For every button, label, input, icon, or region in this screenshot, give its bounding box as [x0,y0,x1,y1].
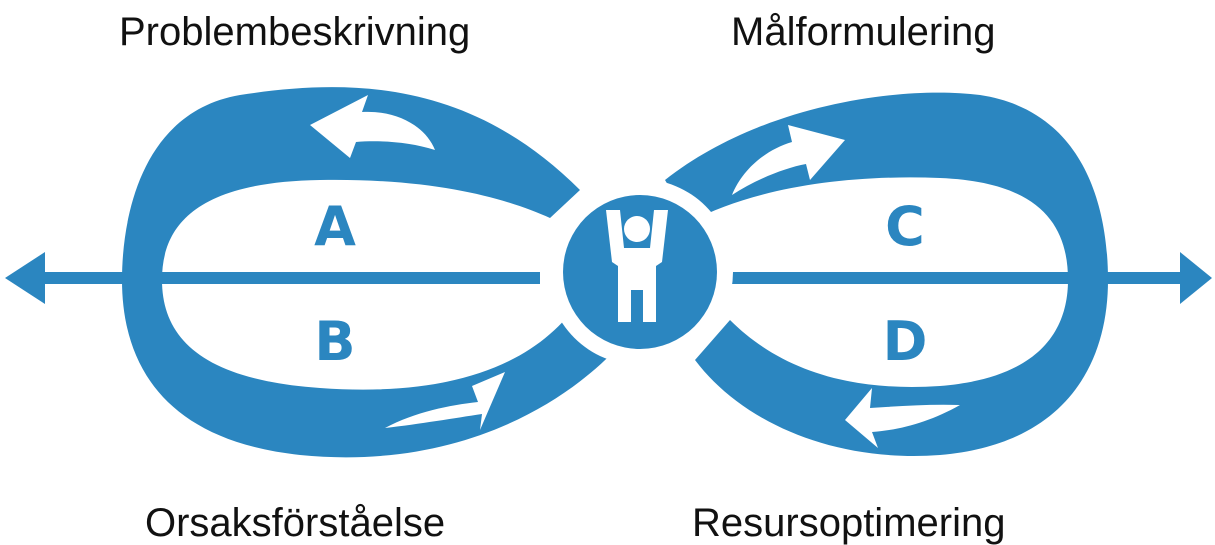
quadrant-d-title: Resursoptimering [692,501,1006,545]
curved-arrow-icon [845,388,960,448]
quadrant-a-letter: A [314,195,356,258]
quadrant-d-letter: D [883,310,928,373]
left-loop-band [122,87,620,458]
quadrant-c-title: Målformulering [731,10,996,54]
arrow-left-icon [5,252,45,304]
person-arms-raised-icon [606,210,668,322]
quadrant-a-title: Problembeskrivning [119,10,471,54]
quadrant-c-letter: C [885,195,925,258]
curved-arrow-icon [385,372,505,430]
arrow-right-icon [1180,252,1212,304]
curved-arrow-icon [732,125,845,195]
quadrant-b-title: Orsaksförståelse [145,501,446,545]
curved-arrow-icon [310,95,435,158]
right-loop-band [665,92,1108,456]
quadrant-b-letter: B [314,310,355,373]
